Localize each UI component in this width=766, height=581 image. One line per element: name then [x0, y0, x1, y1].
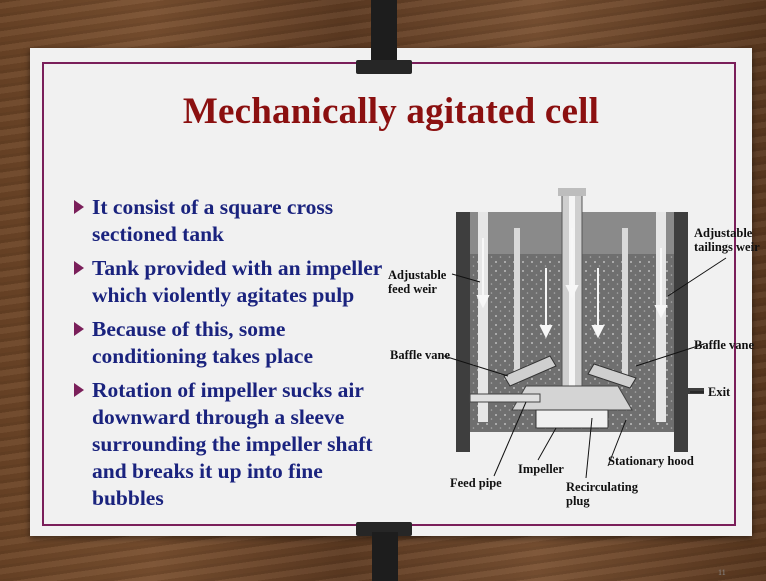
label-line: Adjustable	[694, 226, 760, 240]
label-line: feed weir	[388, 282, 446, 296]
bullet-item: Because of this, some conditioning takes…	[74, 316, 384, 370]
label-impeller: Impeller	[518, 462, 564, 476]
right-wall	[674, 212, 688, 452]
label-baffle-vane-left: Baffle vane	[390, 348, 450, 362]
exit-outlet	[688, 388, 704, 394]
label-stationary-hood: Stationary hood	[608, 454, 694, 468]
label-line: tailings weir	[694, 240, 760, 254]
flotation-cell-diagram: Adjustable feed weir Adjustable tailings…	[386, 188, 766, 508]
bullet-text: It consist of a square cross sectioned t…	[92, 195, 333, 246]
left-wall	[456, 212, 470, 452]
label-adjustable-feed-weir: Adjustable feed weir	[388, 268, 446, 296]
impeller	[536, 410, 608, 428]
label-line: Recirculating	[566, 480, 638, 494]
bullet-text: Tank provided with an impeller which vio…	[92, 256, 382, 307]
shaft-cap	[558, 188, 586, 196]
bullet-item: Tank provided with an impeller which vio…	[74, 255, 384, 309]
label-line: Adjustable	[388, 268, 446, 282]
bullet-arrow-icon	[74, 261, 84, 275]
label-adjustable-tailings-weir: Adjustable tailings weir	[694, 226, 760, 254]
bullet-arrow-icon	[74, 383, 84, 397]
label-baffle-vane-right: Baffle vane	[694, 338, 754, 352]
label-feed-pipe: Feed pipe	[450, 476, 502, 490]
bullet-item: Rotation of impeller sucks air downward …	[74, 377, 384, 512]
left-partition	[514, 228, 520, 378]
bullet-text: Because of this, some conditioning takes…	[92, 317, 313, 368]
label-recirculating-plug: Recirculating plug	[566, 480, 638, 508]
bullet-item: It consist of a square cross sectioned t…	[74, 194, 384, 248]
right-partition	[622, 228, 628, 378]
page-number: 11	[718, 568, 726, 577]
label-line: plug	[566, 494, 638, 508]
bullet-text: Rotation of impeller sucks air downward …	[92, 378, 373, 510]
top-clip-base	[356, 60, 412, 74]
slide: Mechanically agitated cell It consist of…	[30, 48, 752, 536]
feed-pipe	[470, 394, 540, 402]
bullet-arrow-icon	[74, 200, 84, 214]
slide-title: Mechanically agitated cell	[30, 90, 752, 133]
bottom-clip	[372, 532, 398, 581]
bullet-list: It consist of a square cross sectioned t…	[74, 194, 384, 519]
bullet-arrow-icon	[74, 322, 84, 336]
label-exit: Exit	[708, 385, 730, 399]
